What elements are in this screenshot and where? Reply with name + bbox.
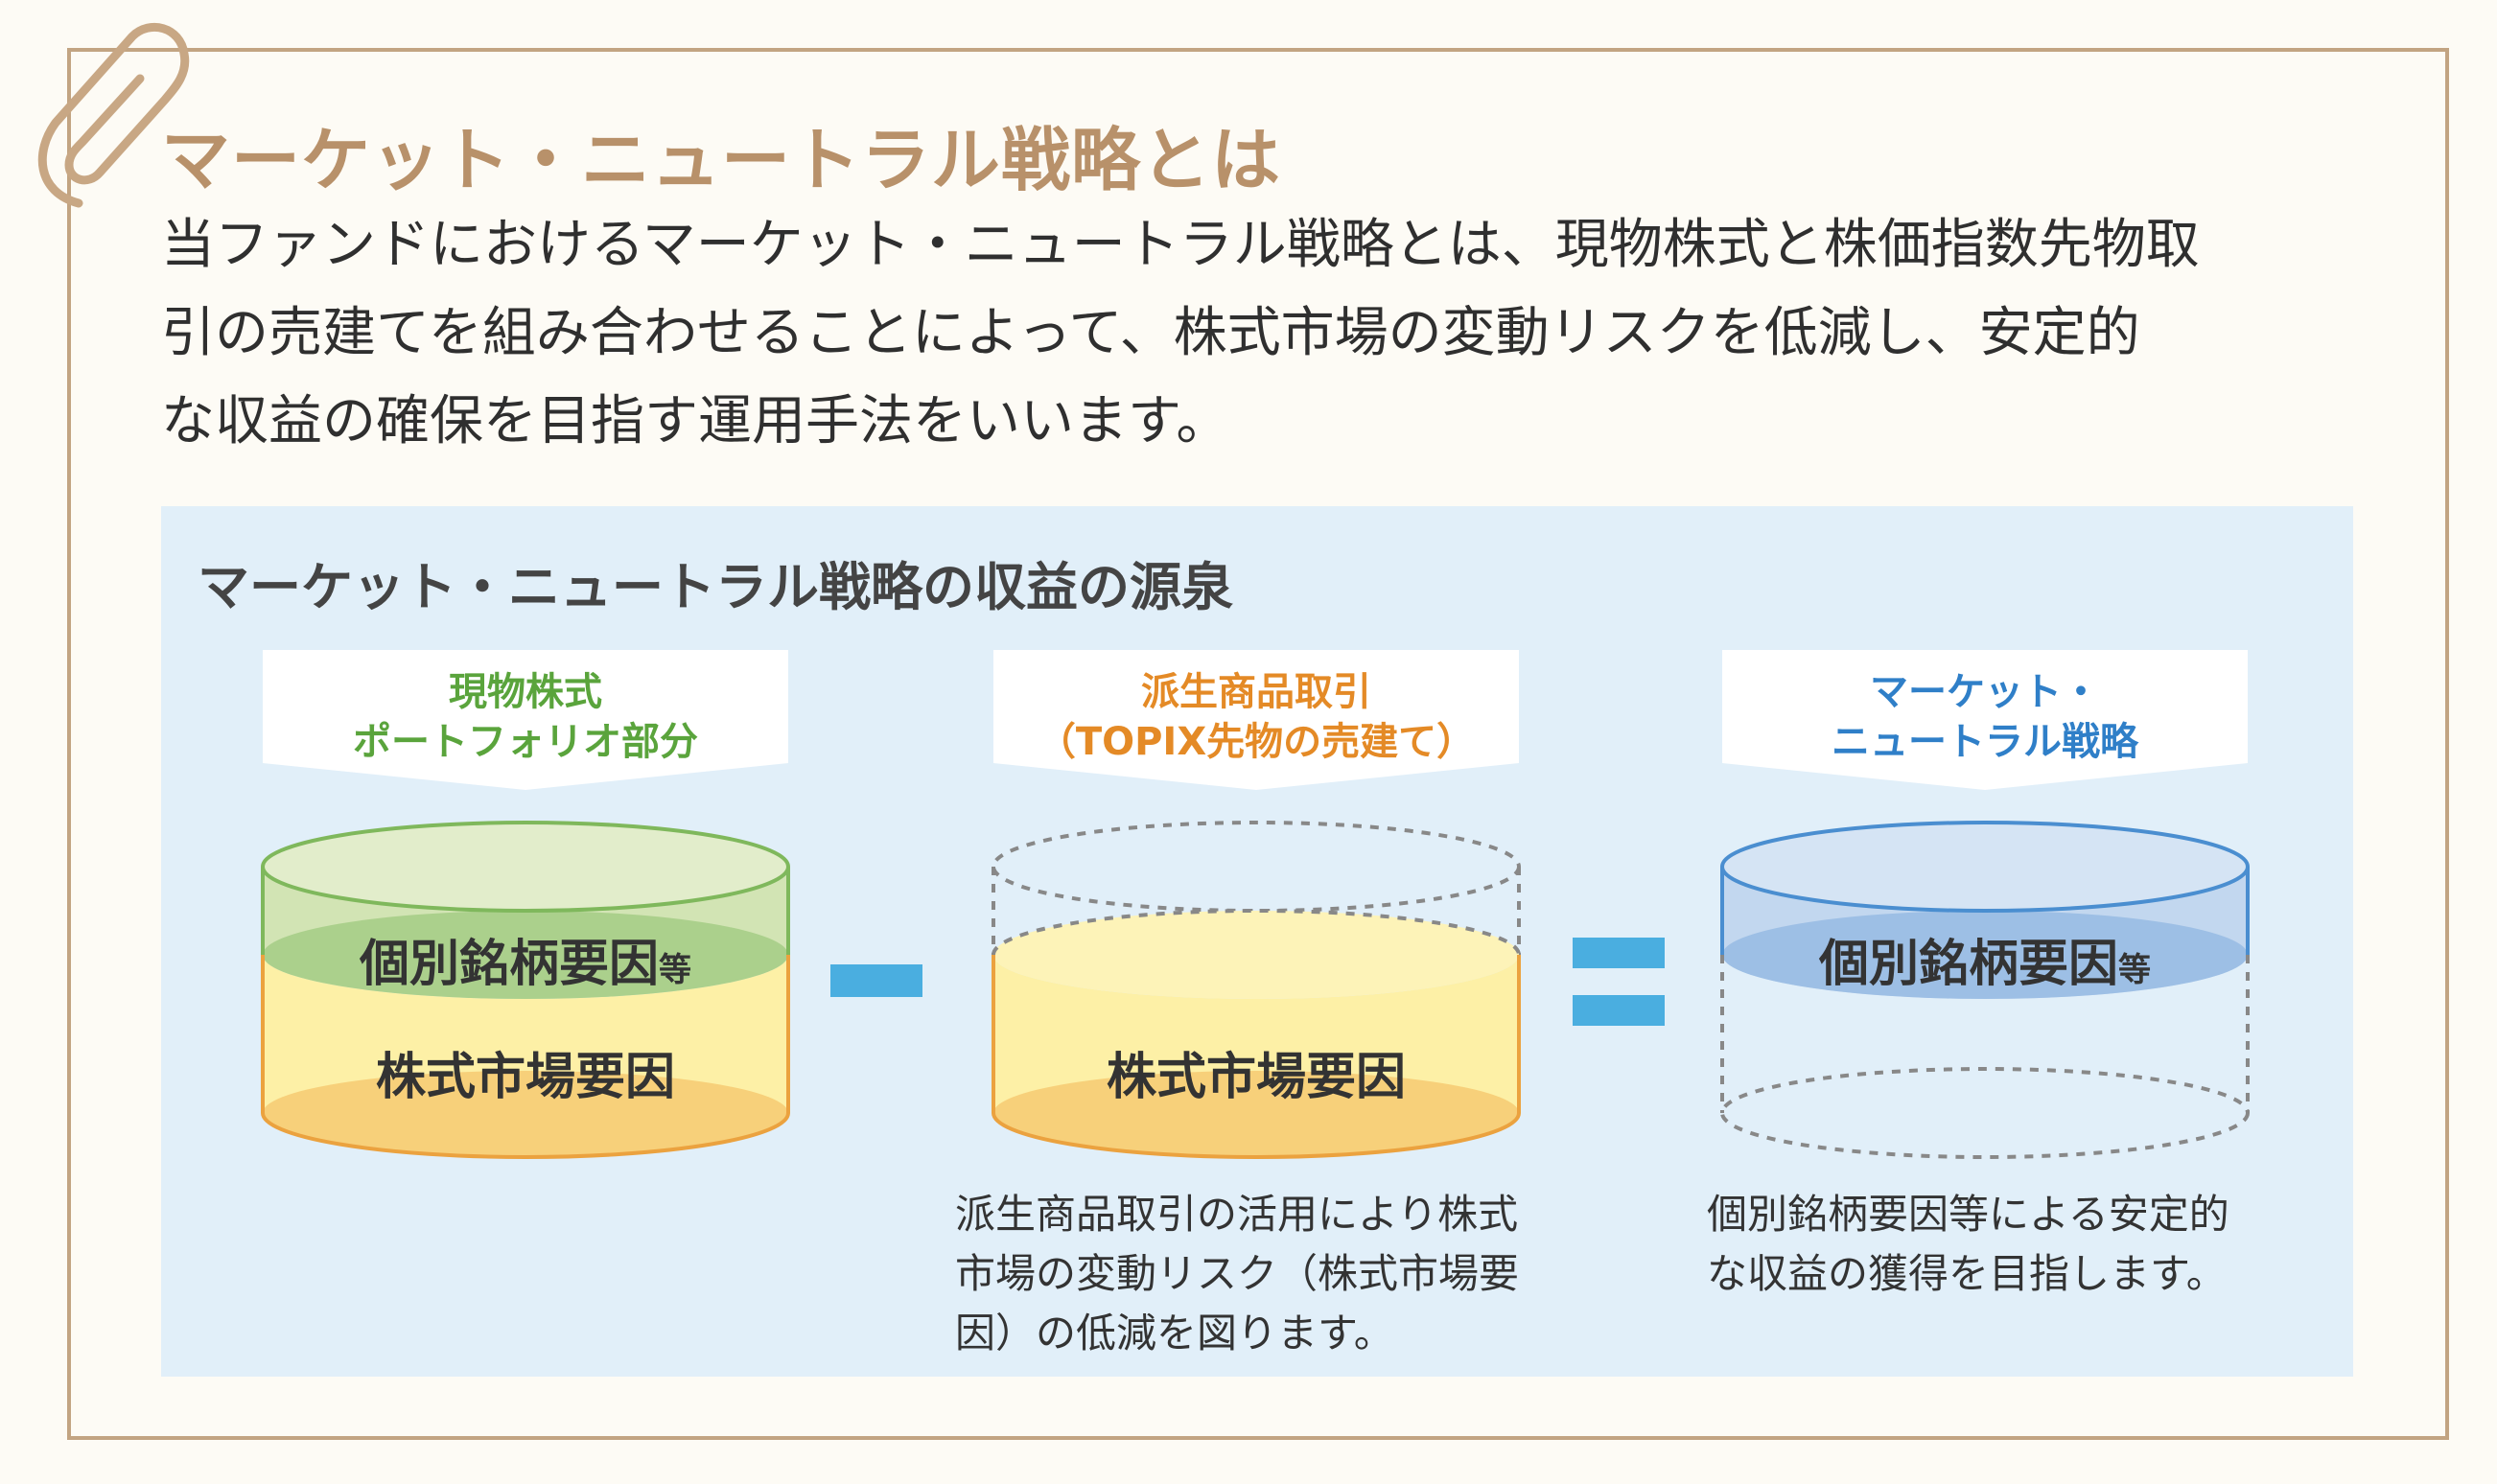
cylinder-orange-base — [993, 1071, 1519, 1157]
minus-operator — [830, 964, 922, 997]
note-line: 市場の変動リスク（株式市場要 — [955, 1250, 1520, 1297]
cylinder-dashed-top — [992, 821, 1521, 913]
equals-operator-bottom — [1573, 995, 1665, 1026]
note-line: 因）の低減を図ります。 — [955, 1310, 1394, 1356]
note-line: な収益の獲得を目指します。 — [1707, 1250, 2227, 1297]
note-line: 派生商品取引の活用により株式 — [955, 1191, 1519, 1238]
intro-line: な収益の確保を目指す運用手法をいいます。 — [161, 390, 1230, 452]
intro-line: 引の売建てを組み合わせることによって、株式市場の変動リスクを低減し、安定的 — [161, 302, 2140, 364]
cylinder-dashed-edge — [992, 909, 1521, 956]
intro-line: 当ファンドにおけるマーケット・ニュートラル戦略とは、現物株式と株価指数先物取 — [161, 214, 2200, 276]
intro-paragraph: 当ファンドにおけるマーケット・ニュートラル戦略とは、現物株式と株価指数先物取 引… — [161, 201, 2367, 466]
cylinder-dashed-bottom — [1720, 1067, 2250, 1159]
flag-heading-line: 派生商品取引 — [1141, 670, 1371, 714]
note-line: 個別銘柄要因等による安定的 — [1707, 1191, 2229, 1238]
flag-heading-line: 現物株式 — [449, 670, 602, 714]
note-market-neutral: 個別銘柄要因等による安定的 な収益の獲得を目指します。 — [1707, 1185, 2229, 1304]
paperclip-icon — [37, 22, 190, 208]
flag-shape — [993, 650, 1519, 790]
cylinder-top-face — [261, 821, 790, 913]
flag-shape — [263, 650, 788, 790]
flag-heading-line: （TOPIX先物の売建て） — [1037, 720, 1476, 764]
diagram-title: マーケット・ニュートラル戦略の収益の源泉 — [198, 557, 1233, 617]
flag-heading-line: ポートフォリオ部分 — [353, 720, 698, 764]
flag-heading-line: マーケット・ — [1870, 670, 2100, 714]
cylinder-green-band — [263, 911, 788, 999]
flag-shape — [1722, 650, 2248, 790]
cylinder-yellow-top-face — [993, 911, 1519, 999]
cylinders-diagram — [261, 821, 2250, 1159]
cylinder-market-neutral — [1720, 821, 2250, 1159]
heading-flag-derivatives: 派生商品取引 （TOPIX先物の売建て） — [993, 650, 1519, 803]
cylinder-edge — [992, 1112, 1521, 1159]
content-frame — [67, 48, 2449, 1440]
cylinder-stock-portfolio — [261, 821, 790, 1159]
diagram-panel: マーケット・ニュートラル戦略の収益の源泉 現物株式 ポートフォリオ部分 派生商品… — [161, 506, 2353, 1377]
heading-flag-stock-portfolio: 現物株式 ポートフォリオ部分 — [263, 650, 788, 803]
cylinder-edge — [261, 1112, 790, 1159]
cylinder-blue-band — [1722, 911, 2248, 999]
cylinder-derivatives — [992, 821, 1521, 1159]
cylinder-top-face — [1720, 821, 2250, 913]
label-individual-stock-factor: 個別銘柄要因等 — [359, 936, 691, 993]
cylinder-orange-base — [263, 1071, 788, 1157]
flag-heading-line: ニュートラル戦略 — [1832, 720, 2138, 764]
page-title: マーケット・ニュートラル戦略とは — [161, 120, 1282, 200]
label-individual-stock-factor: 個別銘柄要因等 — [1818, 936, 2151, 993]
heading-flag-market-neutral: マーケット・ ニュートラル戦略 — [1722, 650, 2248, 803]
label-market-factor: 株式市場要因 — [1106, 1049, 1406, 1106]
equals-operator-top — [1573, 938, 1665, 968]
note-derivatives: 派生商品取引の活用により株式 市場の変動リスク（株式市場要 因）の低減を図ります… — [955, 1185, 1519, 1363]
label-market-factor: 株式市場要因 — [375, 1049, 675, 1106]
